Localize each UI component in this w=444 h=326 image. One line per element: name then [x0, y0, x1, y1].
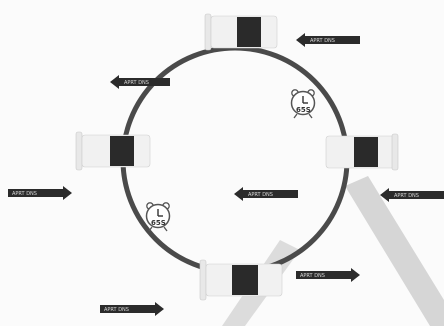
arrow-far-right: APRT DNS — [380, 188, 444, 202]
vial-top — [204, 13, 278, 51]
arrow-top-right-label: APRT DNS — [310, 38, 335, 44]
vial-bottom — [199, 259, 283, 301]
arrow-bottom-left: APRT DNS — [100, 302, 164, 316]
arrow-far-right-label: APRT DNS — [394, 193, 419, 199]
arrow-upper-left-label: APRT DNS — [124, 80, 149, 86]
arrow-center-label: APRT DNS — [248, 192, 273, 198]
clock-left-value: 65S — [151, 219, 166, 227]
arrow-icon — [296, 268, 360, 282]
arrow-upper-left: APRT DNS — [110, 75, 170, 89]
arrow-lower-right-label: APRT DNS — [300, 273, 325, 279]
arrow-lower-right: APRT DNS — [296, 268, 360, 282]
vial-left — [75, 131, 151, 171]
diagonal-stripe-right — [345, 176, 444, 326]
alarm-clock-icon: 65S — [145, 202, 171, 232]
arrow-bottom-left-label: APRT DNS — [104, 307, 129, 313]
clock-right-value: 65S — [296, 106, 311, 114]
arrow-top-right: APRT DNS — [296, 33, 360, 47]
arrow-far-left-label: APRT DNS — [12, 191, 37, 197]
arrow-icon — [110, 75, 170, 89]
arrow-far-left: APRT DNS — [8, 186, 72, 200]
alarm-clock-icon: 65S — [290, 89, 316, 119]
arrow-icon — [380, 188, 444, 202]
arrow-center: APRT DNS — [234, 187, 298, 201]
arrow-icon — [296, 33, 360, 47]
arrow-icon — [234, 187, 298, 201]
arrow-icon — [8, 186, 72, 200]
vial-right — [325, 133, 399, 171]
arrow-icon — [100, 302, 164, 316]
